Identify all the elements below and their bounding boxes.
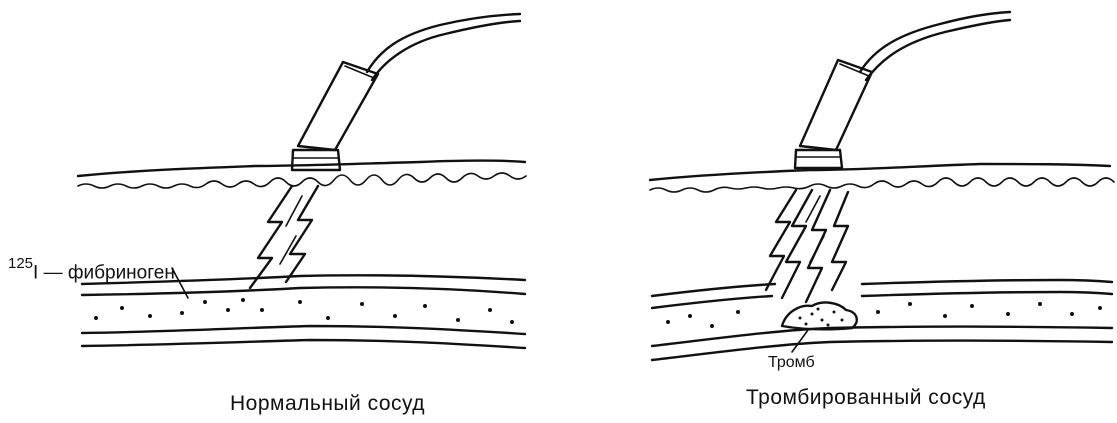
vessel-outer-top-right-b [862, 280, 1112, 284]
gamma-ray-right-4 [832, 192, 848, 290]
skin-wavy-right [650, 178, 1114, 192]
thrombus-shape [782, 303, 857, 330]
vessel-inner-top-right [652, 296, 772, 308]
vessel-inner-top-right-b [862, 292, 1112, 296]
vessel-inner-bottom-right [652, 327, 1112, 347]
thrombosed-vessel-panel [650, 12, 1114, 360]
caption-thrombosed-vessel: Тромбированный сосуд [746, 386, 986, 410]
probe-tip-left [292, 150, 340, 170]
vessel-inner-top-left [82, 287, 525, 295]
isotope-number: 125 [8, 255, 33, 272]
probe-cable-left-2 [372, 21, 520, 80]
tracer-dots-right [666, 302, 1102, 328]
vessel-outer-top-right [652, 284, 775, 296]
probe-cable-right-2 [866, 20, 1010, 80]
vessel-inner-bottom-left [82, 326, 525, 334]
caption-normal-vessel: Нормальный сосуд [230, 392, 425, 416]
isotope-text: I — фибриноген [33, 262, 175, 283]
thrombus-leader-line [792, 330, 808, 352]
probe-tip-right [795, 150, 842, 168]
fibrinogen-label: 125I — фибриноген [8, 258, 175, 284]
skin-wavy-left [78, 173, 526, 188]
gamma-ray-left-2 [286, 186, 318, 282]
vessel-outer-bottom-right [652, 341, 1112, 361]
gamma-ray-left-1 [250, 186, 292, 288]
thrombus-label: Тромб [768, 354, 815, 372]
skin-surface-left [78, 161, 525, 177]
gamma-ray-right-1 [766, 190, 796, 290]
normal-vessel-panel [78, 14, 526, 348]
thrombus-texture [799, 308, 844, 327]
vessel-outer-bottom-left [82, 340, 525, 348]
tracer-dots-left [94, 298, 514, 324]
